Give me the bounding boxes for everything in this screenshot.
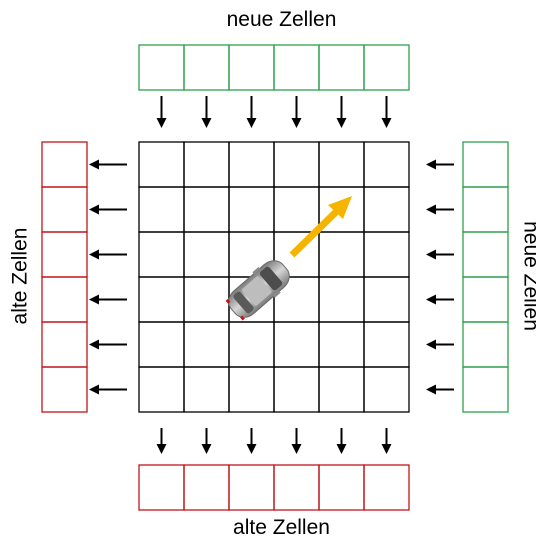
left-arrow-icon xyxy=(426,249,454,260)
left-arrow-icon xyxy=(89,249,127,260)
bottom-strip-cell xyxy=(273,464,320,511)
grid-cell xyxy=(228,141,275,188)
grid-cell xyxy=(273,141,320,188)
down-arrow-icon xyxy=(201,96,212,128)
grid-cell xyxy=(318,276,365,323)
down-arrow-icon xyxy=(201,428,212,454)
car-icon xyxy=(225,260,290,321)
left-arrow-icon xyxy=(89,159,127,170)
new-cells-top-strip xyxy=(138,44,410,91)
down-arrow-icon xyxy=(291,96,302,128)
down-arrow-icon xyxy=(246,96,257,128)
left-strip-cell xyxy=(41,321,88,368)
grid-cell xyxy=(318,321,365,368)
grid-cell xyxy=(318,141,365,188)
down-arrow-icon xyxy=(246,428,257,454)
left-strip-cell xyxy=(41,186,88,233)
grid-cell xyxy=(183,321,230,368)
down-arrow-icon xyxy=(156,96,167,128)
left-arrow-icon xyxy=(89,204,127,215)
grid-cell xyxy=(183,366,230,413)
bottom-strip-cell xyxy=(228,464,275,511)
grid-cell xyxy=(183,186,230,233)
right-strip-cell xyxy=(462,231,509,278)
grid-cell xyxy=(138,366,185,413)
grid-cell xyxy=(183,276,230,323)
down-arrow-icon xyxy=(156,428,167,454)
left-strip-cell xyxy=(41,276,88,323)
left-arrow-icon xyxy=(89,294,127,305)
direction-arrow-icon xyxy=(289,196,352,258)
down-arrow-icon xyxy=(381,428,392,454)
grid-cell xyxy=(318,231,365,278)
left-strip-cell xyxy=(41,366,88,413)
grid-cell xyxy=(363,366,410,413)
grid-cell xyxy=(273,321,320,368)
down-arrow-icon xyxy=(336,96,347,128)
bottom-strip-cell xyxy=(318,464,365,511)
bottom-strip-cell xyxy=(138,464,185,511)
left-arrow-icon xyxy=(426,294,454,305)
new-cells-right-strip xyxy=(462,141,509,413)
right-strip-cell xyxy=(462,141,509,188)
old-cells-left-strip xyxy=(41,141,88,413)
left-arrow-icon xyxy=(426,339,454,350)
right-strip-cell xyxy=(462,366,509,413)
old-cells-bottom-strip xyxy=(138,464,410,511)
top-strip-cell xyxy=(183,44,230,91)
top-strip-cell xyxy=(228,44,275,91)
bottom-strip-cell xyxy=(183,464,230,511)
grid-cell xyxy=(363,141,410,188)
left-arrow-icon xyxy=(426,159,454,170)
top-strip-cell xyxy=(318,44,365,91)
right-label: neue Zellen xyxy=(519,221,536,331)
grid-cell xyxy=(138,141,185,188)
top-label: neue Zellen xyxy=(226,8,337,31)
left-strip-cell xyxy=(41,231,88,278)
right-strip-cell xyxy=(462,186,509,233)
grid-cell xyxy=(228,321,275,368)
bottom-label: alte Zellen xyxy=(233,516,330,539)
bottom-strip-cell xyxy=(363,464,410,511)
left-arrow-icon xyxy=(426,384,454,395)
right-strip-cell xyxy=(462,321,509,368)
grid-cell xyxy=(363,231,410,278)
right-strip-cell xyxy=(462,276,509,323)
grid-cell xyxy=(138,276,185,323)
main-grid xyxy=(138,141,410,413)
left-arrow-icon xyxy=(89,339,127,350)
grid-cell xyxy=(363,186,410,233)
down-arrow-icon xyxy=(381,96,392,128)
grid-cell xyxy=(228,366,275,413)
left-arrow-icon xyxy=(426,204,454,215)
grid-cell xyxy=(183,231,230,278)
left-strip-cell xyxy=(41,141,88,188)
grid-cell xyxy=(273,186,320,233)
grid-cell xyxy=(138,186,185,233)
shift-arrows xyxy=(89,96,454,454)
top-strip-cell xyxy=(363,44,410,91)
left-label: alte Zellen xyxy=(8,227,32,325)
grid-cell xyxy=(183,141,230,188)
grid-cell xyxy=(138,321,185,368)
down-arrow-icon xyxy=(291,428,302,454)
down-arrow-icon xyxy=(336,428,347,454)
grid-cell xyxy=(363,321,410,368)
top-strip-cell xyxy=(138,44,185,91)
grid-cell xyxy=(273,366,320,413)
grid-cell xyxy=(318,366,365,413)
grid-cell xyxy=(363,276,410,323)
grid-cell xyxy=(228,186,275,233)
top-strip-cell xyxy=(273,44,320,91)
grid-cell xyxy=(138,231,185,278)
left-arrow-icon xyxy=(89,384,127,395)
